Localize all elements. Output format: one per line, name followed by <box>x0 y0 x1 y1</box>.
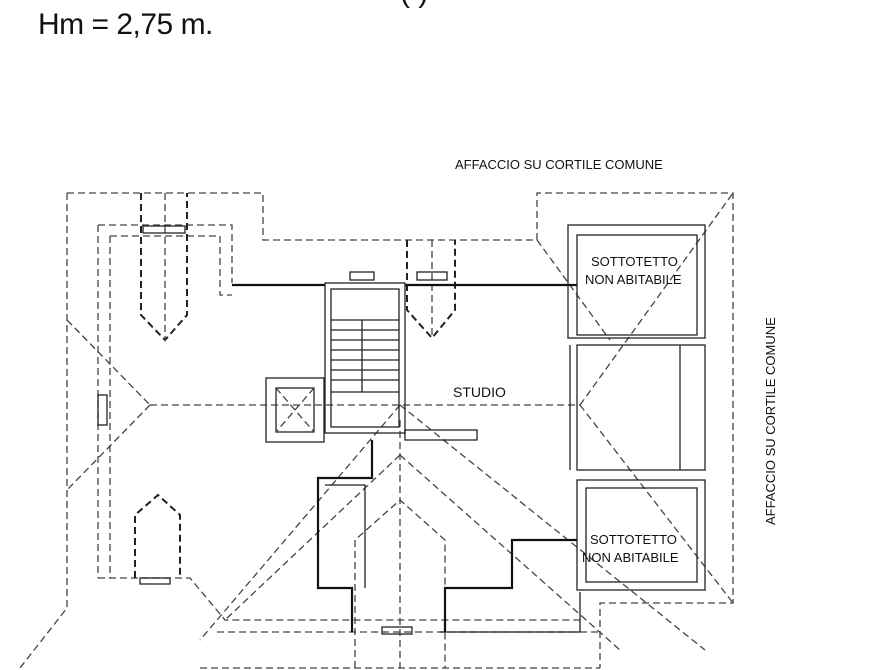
room-label-sottotetto-top-2: NON ABITABILE <box>585 272 682 287</box>
height-note: Hm = 2,75 m. <box>38 8 213 41</box>
room-label-studio: STUDIO <box>453 384 506 400</box>
dormers <box>97 193 456 635</box>
room-label-sottotetto-bottom-2: NON ABITABILE <box>582 550 679 565</box>
room-label-sottotetto-bottom-1: SOTTOTETTO <box>590 532 677 547</box>
right-orientation-label: AFFACCIO SU CORTILE COMUNE <box>763 317 778 525</box>
room-label-sottotetto-top-1: SOTTOTETTO <box>591 254 678 269</box>
walls <box>232 224 706 633</box>
stair <box>331 319 399 393</box>
cut-off-heading: ( ) <box>400 0 428 10</box>
roof-ridges <box>66 192 734 668</box>
top-orientation-label: AFFACCIO SU CORTILE COMUNE <box>455 157 663 172</box>
